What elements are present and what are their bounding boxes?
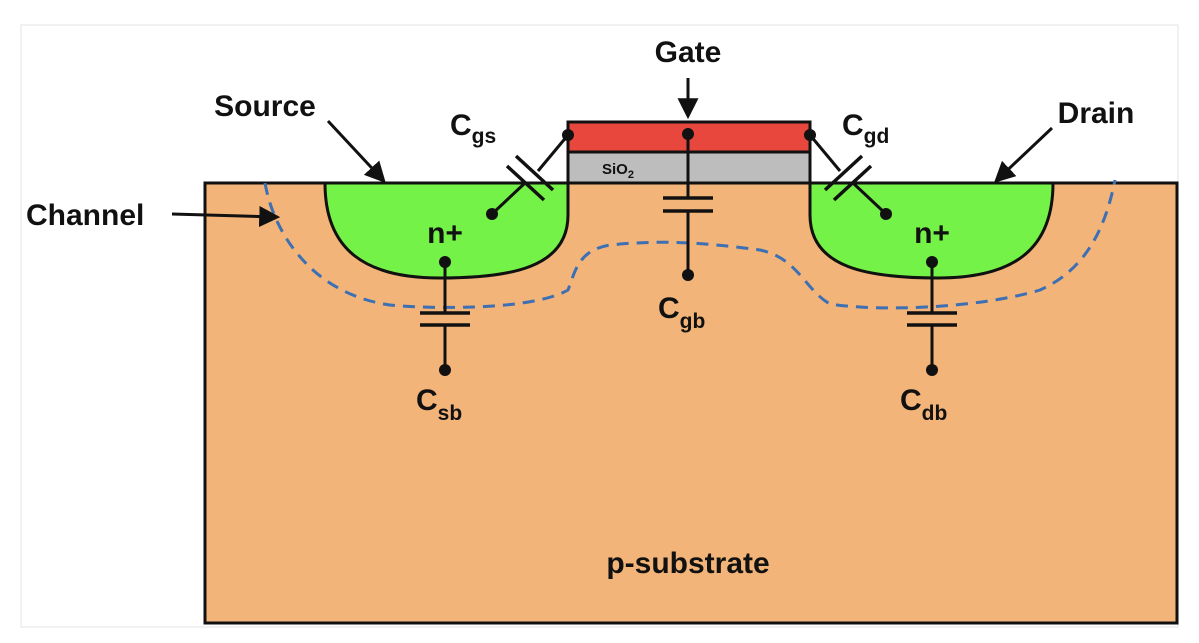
cgb-label: Cgb xyxy=(658,292,705,333)
cgs-label: Cgs xyxy=(450,109,496,148)
cdb-capacitor xyxy=(907,256,957,376)
csb-label: Csb xyxy=(416,384,462,425)
drain-n-plus-label: n+ xyxy=(914,217,950,250)
source-n-plus-region xyxy=(323,181,570,280)
source-label: Source xyxy=(214,90,316,123)
source-arrow xyxy=(326,119,386,184)
cgb-capacitor xyxy=(663,128,713,281)
gate-label: Gate xyxy=(655,36,722,69)
cdb-label: Cdb xyxy=(900,384,947,425)
substrate-label: p-substrate xyxy=(606,547,769,580)
channel-arrow xyxy=(171,206,281,228)
csb-capacitor xyxy=(420,256,470,376)
cgs-capacitor xyxy=(486,129,574,220)
sio2-label: SiO2 xyxy=(602,161,634,181)
drain-arrow xyxy=(993,126,1054,183)
drain-label: Drain xyxy=(1058,97,1135,130)
channel-label: Channel xyxy=(26,199,144,232)
cgd-capacitor xyxy=(804,129,892,220)
cgd-label: Cgd xyxy=(842,109,889,148)
source-n-plus-label: n+ xyxy=(427,217,463,250)
drain-n-plus-region xyxy=(808,181,1055,280)
